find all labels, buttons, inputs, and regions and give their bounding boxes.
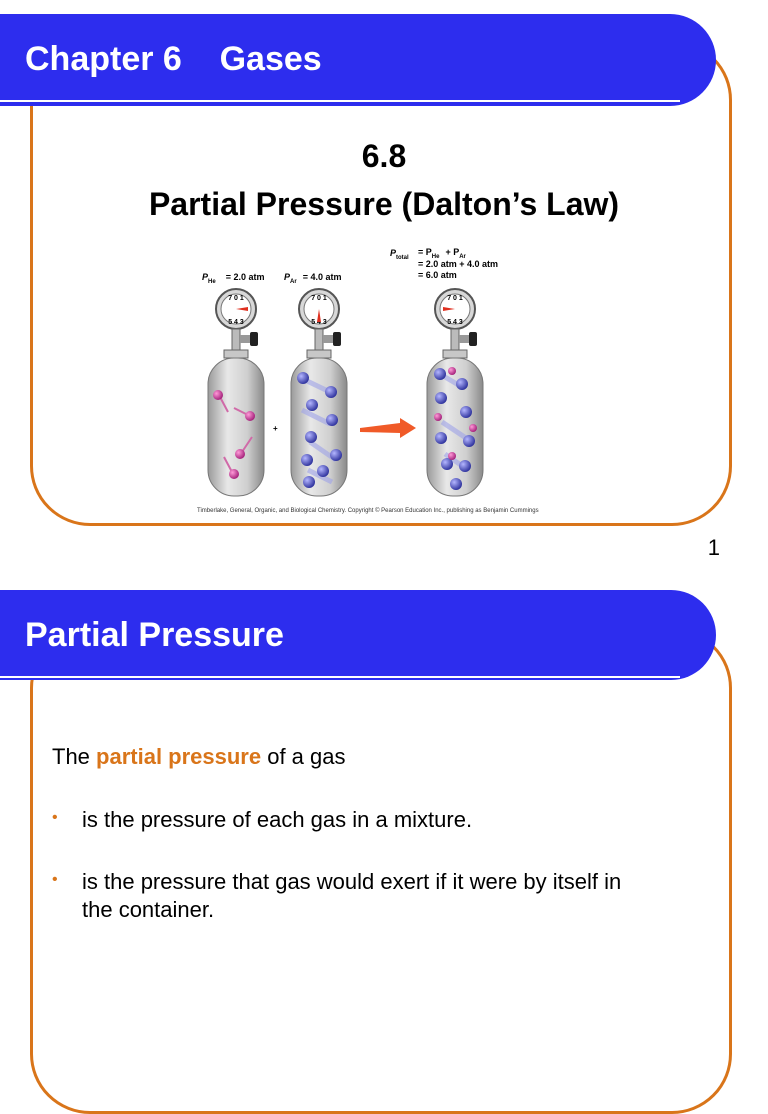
svg-text:5 4 3: 5 4 3 bbox=[228, 319, 244, 326]
slide-1-title-underline bbox=[0, 100, 680, 102]
slide-1-title-bar bbox=[0, 14, 716, 106]
gas-cylinders-figure: PHe= 2.0 atm PAr= 4.0 atm Ptotal = PHe+ … bbox=[197, 247, 539, 514]
slide-1: Chapter 6 Gases 6.8 Partial Pressure (Da… bbox=[0, 14, 732, 560]
partial-pressure-term: partial pressure bbox=[96, 744, 262, 769]
intro-after: of a gas bbox=[261, 744, 346, 769]
page-number: 1 bbox=[707, 535, 720, 560]
svg-text:5 4 3: 5 4 3 bbox=[311, 319, 327, 326]
svg-text:5 4 3: 5 4 3 bbox=[447, 319, 463, 326]
slide-2-title: Partial Pressure bbox=[25, 616, 284, 654]
mixture-cylinder: 7 0 1 5 4 3 bbox=[426, 288, 484, 497]
section-title: Partial Pressure (Dalton’s Law) bbox=[148, 186, 620, 222]
argon-cylinder: 7 0 1 5 4 3 bbox=[290, 288, 348, 497]
p-ar-label: PAr= 4.0 atm bbox=[284, 272, 341, 285]
plus-sign: + bbox=[273, 424, 278, 433]
svg-text:7 0 1: 7 0 1 bbox=[447, 295, 463, 302]
bullet-dot-icon: • bbox=[52, 809, 58, 826]
intro-text: The partial pressure of a gas bbox=[52, 743, 346, 771]
slide-1-title: Chapter 6 Gases bbox=[25, 40, 322, 78]
p-total-label: Ptotal bbox=[390, 248, 409, 261]
p-total-eq1: = PHe+ PAr bbox=[418, 247, 467, 260]
bullet-2-text: is the pressure that gas would exert if … bbox=[82, 869, 622, 922]
figure-credit: Timberlake, General, Organic, and Biolog… bbox=[197, 507, 539, 514]
intro-before: The bbox=[52, 744, 97, 769]
slide-2-title-underline bbox=[0, 676, 680, 678]
bullet-1-text: is the pressure of each gas in a mixture… bbox=[82, 807, 473, 832]
p-total-eq3: = 6.0 atm bbox=[418, 270, 457, 280]
section-number: 6.8 bbox=[361, 138, 407, 174]
bullet-dot-icon: • bbox=[52, 871, 58, 888]
svg-text:7 0 1: 7 0 1 bbox=[311, 295, 327, 302]
p-he-label: PHe= 2.0 atm bbox=[202, 272, 264, 285]
arrow-icon bbox=[360, 418, 416, 438]
svg-text:7 0 1: 7 0 1 bbox=[228, 295, 244, 302]
slide-2: Partial Pressure The partial pressure of… bbox=[0, 588, 768, 1114]
helium-cylinder: 7 0 1 5 4 3 bbox=[207, 288, 265, 497]
p-total-eq2: = 2.0 atm + 4.0 atm bbox=[418, 259, 498, 269]
slide-2-title-bar bbox=[0, 590, 716, 680]
